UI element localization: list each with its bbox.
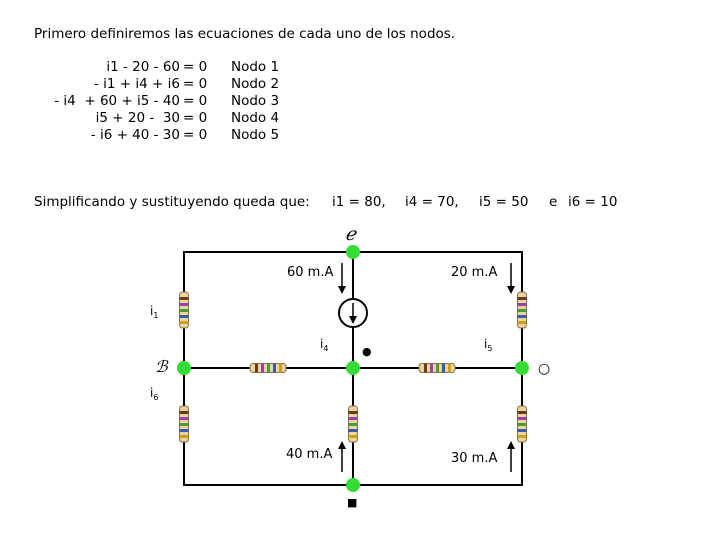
equation-lhs-3: - i4 + 60 + i5 - 40 <box>54 93 180 109</box>
resistor-middle-bottom <box>348 405 358 443</box>
intro-text: Primero definiremos las ecuaciones de ca… <box>34 26 456 42</box>
result-conj: e <box>549 194 558 210</box>
current-label-i1: i1 <box>150 304 158 320</box>
resistor-right-bottom <box>517 405 527 443</box>
resistor-middle-right <box>418 363 456 373</box>
source-label-40ma: 40 m.A <box>286 447 332 462</box>
equation-node-5: Nodo 5 <box>231 127 280 143</box>
source-label-20ma: 20 m.A <box>451 265 497 280</box>
equation-node-4: Nodo 4 <box>231 110 280 126</box>
result-i4: i4 = 70, <box>405 194 459 210</box>
equation-node-1: Nodo 1 <box>231 59 280 75</box>
node-mark-left: ℬ <box>155 357 169 376</box>
resistor-middle-left <box>249 363 287 373</box>
equation-rhs-3: = 0 <box>183 93 208 109</box>
node-left <box>177 361 191 375</box>
equation-lhs-2: - i1 + i4 + i6 <box>94 76 180 92</box>
resistor-left-top <box>179 291 189 329</box>
equation-node-2: Nodo 2 <box>231 76 280 92</box>
resistor-left-bottom <box>179 405 189 443</box>
node-right <box>515 361 529 375</box>
equation-node-3: Nodo 3 <box>231 93 280 109</box>
node-center <box>346 361 360 375</box>
equation-rhs-5: = 0 <box>183 127 208 143</box>
equation-lhs-4: i5 + 20 - 30 <box>95 110 180 126</box>
node-top <box>346 245 360 259</box>
equation-lhs-5: - i6 + 40 - 30 <box>90 127 180 143</box>
current-label-i4: i4 <box>320 337 328 353</box>
current-source <box>338 298 368 328</box>
node-mark-right: ○ <box>538 361 550 377</box>
node-mark-bottom: ■ <box>347 496 357 509</box>
node-mark-center: ● <box>362 345 372 358</box>
node-bottom <box>346 478 360 492</box>
source-label-30ma: 30 m.A <box>451 451 497 466</box>
node-mark-top: ℯ <box>345 224 358 245</box>
equation-rhs-4: = 0 <box>183 110 208 126</box>
result-i1: i1 = 80, <box>332 194 386 210</box>
equation-rhs-2: = 0 <box>183 76 208 92</box>
equation-rhs-1: = 0 <box>183 59 208 75</box>
result-i5: i5 = 50 <box>479 194 529 210</box>
current-label-i6: i6 <box>150 386 158 402</box>
resistor-right-top <box>517 291 527 329</box>
current-label-i5: i5 <box>484 337 492 353</box>
result-prefix: Simplificando y sustituyendo queda que: <box>34 194 310 210</box>
equation-lhs-1: i1 - 20 - 60 <box>106 59 180 75</box>
circuit-nodes <box>177 245 529 492</box>
source-label-60ma: 60 m.A <box>287 265 333 280</box>
source-arrows <box>338 263 515 472</box>
result-i6: i6 = 10 <box>568 194 618 210</box>
